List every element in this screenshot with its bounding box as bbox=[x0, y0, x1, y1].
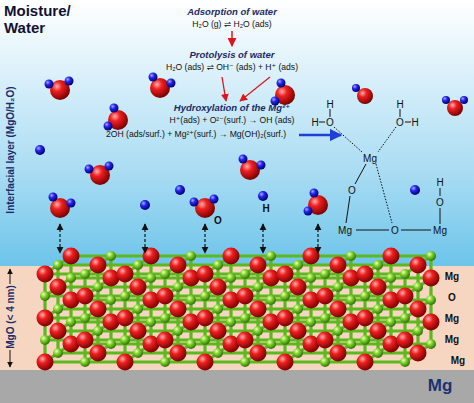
reaction-equation: H₂O (ads) ⇌ OH⁻ (ads) + H⁺ (ads) bbox=[166, 63, 298, 72]
atom-label: H bbox=[396, 99, 403, 110]
atom-label: O bbox=[214, 215, 222, 226]
atom-label: Mg bbox=[363, 153, 377, 164]
atom-label: Mg bbox=[445, 334, 459, 345]
atom-label: H bbox=[262, 203, 269, 214]
atom-label: O bbox=[396, 117, 404, 128]
atom-label: O bbox=[391, 225, 399, 236]
atom-label: Mg bbox=[433, 225, 447, 236]
atom-label: Mg bbox=[445, 271, 459, 282]
atom-label: O bbox=[436, 197, 444, 208]
substrate-label: Mg bbox=[428, 377, 453, 396]
process-heading: Hydroxylation of the Mg²⁺ bbox=[174, 103, 290, 113]
reaction-equation: H₂O (g) ⇌ H₂O (ads) bbox=[192, 20, 271, 29]
region-heading: Moisture/ Water bbox=[4, 3, 86, 36]
atom-label: H bbox=[436, 177, 443, 188]
layer-label: Interfacial layer (MgO/H₂O) bbox=[5, 86, 16, 213]
atom-label: Mg bbox=[338, 225, 352, 236]
atom-label: H bbox=[311, 117, 318, 128]
oxide-layer-band: MgO (< 4 nm) bbox=[0, 266, 474, 370]
atom-label: H bbox=[411, 117, 418, 128]
process-heading: Adsorption of water bbox=[187, 7, 277, 17]
atom-label: O bbox=[326, 117, 334, 128]
atom-label: Mg bbox=[445, 313, 459, 324]
process-heading: Protolysis of water bbox=[190, 50, 275, 60]
atom-label: Mg bbox=[451, 355, 465, 366]
atom-label: O bbox=[348, 185, 356, 196]
layer-label: MgO (< 4 nm) bbox=[5, 285, 16, 349]
reaction-equation: 2OH (ads/surf.) + Mg²⁺(surf.) → Mg(OH)₂(… bbox=[106, 130, 286, 139]
substrate-band: Mg bbox=[0, 370, 474, 403]
reaction-equation: H⁺(ads) + O²⁻(surf.) → OH (ads) bbox=[170, 116, 295, 125]
atom-label: O bbox=[448, 292, 456, 303]
atom-label: H bbox=[326, 99, 333, 110]
